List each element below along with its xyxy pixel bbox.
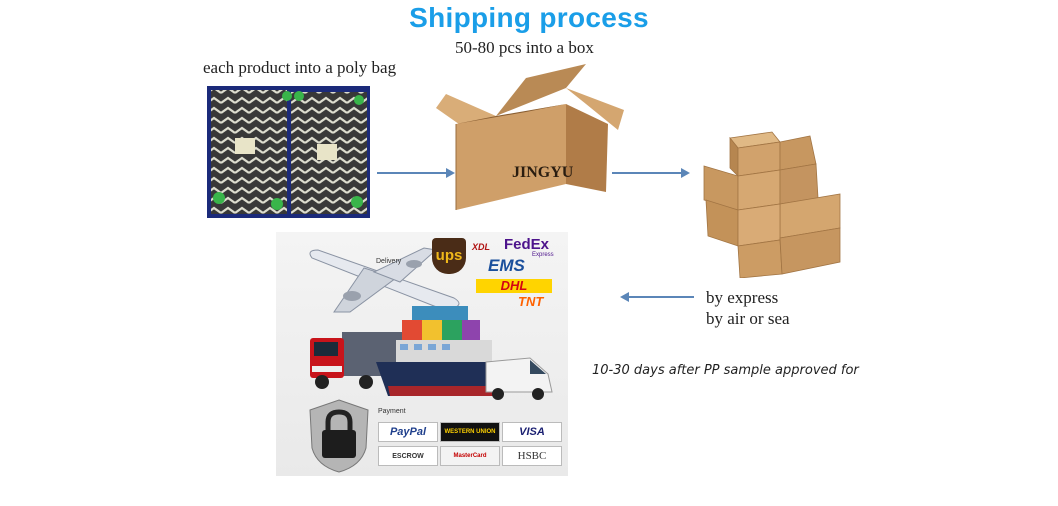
ems-logo: EMS [488, 256, 525, 275]
carton-box-illustration: JINGYU [436, 64, 626, 212]
right-arrow-icon [612, 168, 690, 178]
right-arrow-icon [377, 168, 455, 178]
mastercard-logo: MasterCard [440, 446, 500, 466]
express-caption: by express [706, 288, 779, 307]
xdl-logo: XDL [472, 242, 490, 252]
poly-bag-caption: each product into a poly bag [203, 58, 397, 77]
dhl-logo: DHL [476, 279, 552, 293]
tnt-logo: TNT [518, 294, 544, 309]
paypal-logo: PayPal [378, 422, 438, 442]
escrow-logo: ESCROW [378, 446, 438, 466]
stacked-cartons-illustration [700, 128, 850, 279]
logistics-collage: Delivery ups XDL FedEx Express EMS DHL T… [276, 232, 568, 476]
airplane-icon [304, 238, 474, 323]
fedex-sub-label: Express [532, 252, 554, 258]
air-sea-caption: by air or sea [706, 309, 790, 328]
visa-logo: VISA [502, 422, 562, 442]
box-caption: 50-80 pcs into a box [455, 38, 594, 57]
ups-logo: ups [432, 238, 466, 274]
western-union-logo: WESTERN UNION [440, 422, 500, 442]
page-title: Shipping process [409, 2, 649, 33]
delivery-label: Delivery [376, 258, 402, 265]
poly-bag-photo [207, 86, 370, 218]
lead-time-note: 10-30 days after PP sample approved for [592, 363, 859, 378]
van-icon [482, 352, 556, 407]
left-arrow-icon [620, 292, 694, 302]
padlock-icon [306, 398, 372, 476]
cargo-ship-icon [372, 306, 512, 407]
box-brand-label: JINGYU [512, 164, 574, 181]
hsbc-logo: HSBC [502, 446, 562, 466]
payment-label: Payment [378, 408, 406, 415]
fedex-logo: FedEx [504, 236, 550, 253]
